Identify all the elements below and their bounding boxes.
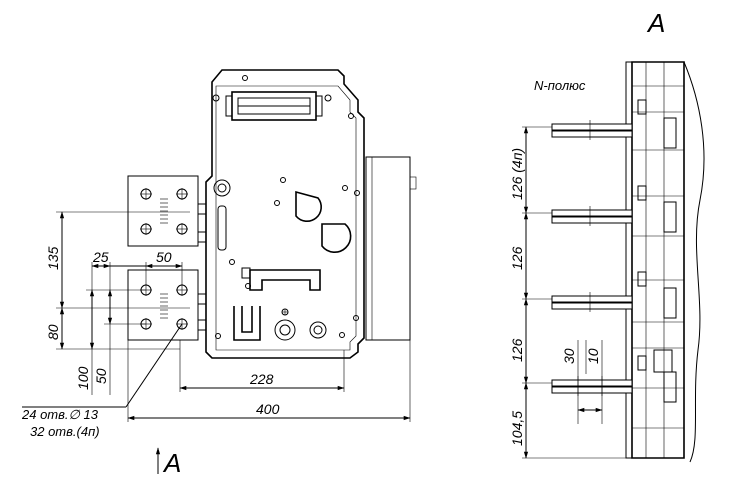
- busbar-4: [551, 379, 633, 394]
- pole-label: N-полюс: [534, 78, 586, 93]
- dim-80: 80: [45, 324, 61, 340]
- busbar-1: [551, 123, 633, 138]
- dim-135: 135: [45, 246, 61, 270]
- view-label-top: A: [646, 8, 665, 38]
- dim-104-5: 104,5: [509, 411, 525, 446]
- busbar-3: [551, 295, 633, 310]
- dim-126-b: 126: [509, 338, 525, 362]
- dim-50-top: 50: [156, 249, 172, 265]
- middle-handle: [249, 269, 321, 291]
- right-dimensions: [522, 126, 632, 459]
- rear-housing: [365, 156, 411, 341]
- break-line: [683, 61, 705, 463]
- cam-upper: [295, 190, 322, 222]
- main-plate: [205, 69, 365, 359]
- dim-30: 30: [561, 348, 577, 364]
- left-dimensions: [22, 211, 411, 474]
- terminal-lower: [127, 269, 199, 341]
- dim-50-left: 50: [93, 368, 109, 384]
- ground-screw: [213, 179, 231, 197]
- dim-126-a: 126: [509, 246, 525, 270]
- breaker-front-view: [197, 69, 417, 359]
- right-dimension-labels: 126 (4п) 126 126 104,5 30 10 N-полюс A: [509, 8, 665, 446]
- busbar-2: [551, 209, 633, 224]
- dim-126-4p: 126 (4п): [509, 148, 525, 200]
- dim-10: 10: [585, 348, 601, 364]
- holes-note-3p: 24 отв.∅ 13: [21, 407, 99, 422]
- view-a-side: [551, 61, 705, 463]
- holes-note-4p: 32 отв.(4п): [30, 424, 100, 439]
- view-label-bottom: A: [162, 448, 181, 478]
- dim-25: 25: [92, 249, 109, 265]
- cam-lower: [321, 223, 352, 253]
- left-dimension-labels: 135 80 25 50 100 50 228 400 24 отв.∅ 13 …: [21, 246, 280, 478]
- dim-228: 228: [249, 371, 274, 387]
- reset-knob: [274, 319, 296, 341]
- dim-400: 400: [256, 401, 280, 417]
- terminal-upper: [127, 175, 199, 247]
- test-knob: [309, 321, 327, 339]
- dim-100: 100: [75, 366, 91, 390]
